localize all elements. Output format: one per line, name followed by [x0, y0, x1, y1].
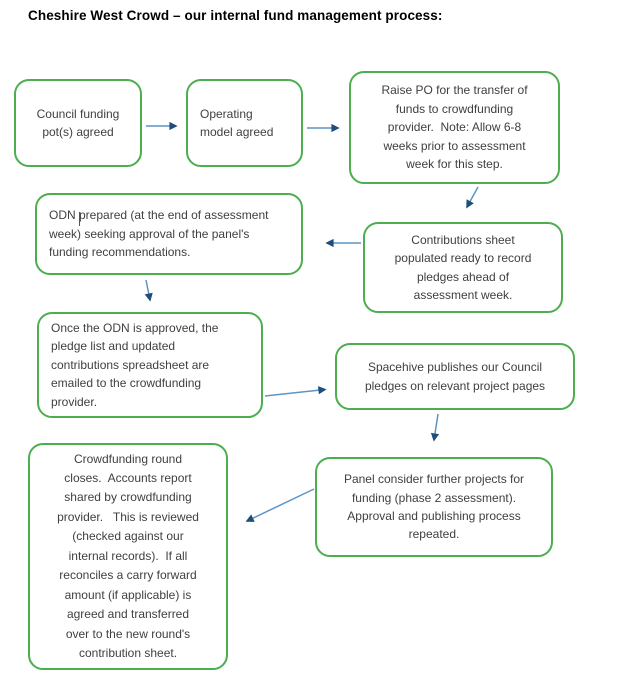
arrow-raise-po-to-contributions [466, 186, 479, 209]
step-raise-po-label: Raise PO for the transfer of funds to cr… [381, 83, 528, 172]
step-panel-phase2: Panel consider further projects for fund… [315, 457, 553, 557]
arrow-odn-to-approved [144, 279, 153, 302]
text-cursor [79, 212, 80, 226]
step-odn-approved-emailed-label: Once the ODN is approved, the pledge lis… [51, 320, 219, 409]
step-panel-phase2-label: Panel consider further projects for fund… [343, 472, 525, 542]
step-council-funding-pot: Council funding pot(s) agreed [14, 79, 142, 167]
diagram-title: Cheshire West Crowd – our internal fund … [28, 8, 443, 23]
step-council-funding-pot-label: Council funding pot(s) agreed [36, 106, 120, 139]
step-odn-approved-emailed: Once the ODN is approved, the pledge lis… [37, 312, 263, 418]
arrow-spacehive-to-panel [430, 413, 440, 442]
step-contributions-sheet: Contributions sheet populated ready to r… [363, 222, 563, 313]
step-round-closes-reconcile: Crowdfunding round closes. Accounts repo… [28, 443, 228, 670]
arrow-panel-to-round-closes [245, 488, 315, 522]
step-odn-prepared-label: ODN prepared (at the end of assessment w… [49, 208, 269, 260]
step-operating-model-label: Operating model agreed [200, 106, 274, 139]
step-raise-po: Raise PO for the transfer of funds to cr… [349, 71, 560, 184]
step-contributions-sheet-label: Contributions sheet populated ready to r… [394, 232, 532, 302]
step-round-closes-reconcile-label: Crowdfunding round closes. Accounts repo… [57, 451, 199, 660]
arrow-approved-to-spacehive [264, 386, 327, 397]
step-operating-model: Operating model agreed [186, 79, 303, 167]
step-spacehive-publishes: Spacehive publishes our Council pledges … [335, 343, 575, 410]
step-odn-prepared: ODN prepared (at the end of assessment w… [35, 193, 303, 275]
step-spacehive-publishes-label: Spacehive publishes our Council pledges … [364, 360, 546, 393]
